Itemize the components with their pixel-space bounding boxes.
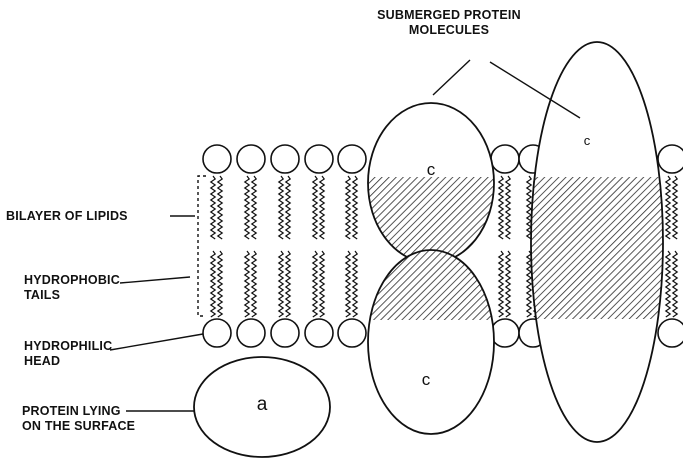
hydrophobic-tail: [666, 176, 670, 239]
hydrophobic-tail: [499, 251, 503, 317]
hydrophilic-head: [237, 145, 265, 173]
bilayer-bracket: [198, 176, 206, 316]
leader-lines: [110, 60, 580, 411]
leader-submerged-1: [433, 60, 470, 95]
hydrophilic-head: [338, 145, 366, 173]
hydrophobic-tail: [286, 251, 290, 317]
hydrophobic-tail: [346, 176, 350, 239]
protein-c-tall-hatch: [528, 177, 668, 319]
protein-surface-label: PROTEIN LYING ON THE SURFACE: [22, 404, 135, 434]
hydrophobic-tail: [252, 176, 256, 239]
hydrophobic-tail: [320, 251, 324, 317]
hydrophobic-tail: [218, 176, 222, 239]
hydrophobic-tail: [673, 251, 677, 317]
protein-letter-c-lower: c: [411, 370, 441, 390]
hydrophilic-head: [271, 145, 299, 173]
hydrophobic-tail: [313, 251, 317, 317]
hydrophobic-tail: [218, 251, 222, 317]
hydrophilic-head: [305, 145, 333, 173]
leader-hydrophobic: [120, 277, 190, 283]
hydrophobic-tail: [353, 251, 357, 317]
hydrophobic-tail: [346, 251, 350, 317]
hydrophilic-head: [237, 319, 265, 347]
hydrophobic-tails-label: HYDROPHOBIC TAILS: [24, 273, 120, 303]
bilayer-of-lipids-label: BILAYER OF LIPIDS: [6, 209, 128, 224]
hydrophobic-tail: [320, 176, 324, 239]
hydrophilic-head: [271, 319, 299, 347]
hydrophilic-head: [658, 145, 683, 173]
protein-letter-a: a: [247, 394, 277, 416]
hydrophobic-tail: [673, 176, 677, 239]
hydrophobic-tail: [245, 251, 249, 317]
hydrophobic-tail: [211, 251, 215, 317]
hydrophobic-tail: [279, 176, 283, 239]
hydrophilic-head-label: HYDROPHILIC HEAD: [24, 339, 112, 369]
hydrophobic-tail: [252, 251, 256, 317]
hydrophobic-tail: [245, 176, 249, 239]
protein-letter-c-tall: c: [572, 133, 602, 148]
submerged-protein-label: SUBMERGED PROTEIN MOLECULES: [364, 8, 534, 38]
hydrophilic-head: [491, 319, 519, 347]
hydrophobic-tail: [279, 251, 283, 317]
hydrophilic-head: [203, 319, 231, 347]
hydrophobic-tail: [286, 176, 290, 239]
hydrophilic-head: [658, 319, 683, 347]
hydrophilic-head: [305, 319, 333, 347]
hydrophobic-tail: [666, 251, 670, 317]
hydrophobic-tail: [499, 176, 503, 239]
hydrophilic-head: [491, 145, 519, 173]
protein-c-lower-hatch: [360, 245, 502, 320]
hydrophilic-head: [203, 145, 231, 173]
hydrophobic-tail: [353, 176, 357, 239]
hydrophobic-tail: [506, 176, 510, 239]
leader-hydrophilic: [110, 334, 203, 350]
hydrophilic-head: [338, 319, 366, 347]
hydrophobic-tail: [211, 176, 215, 239]
protein-letter-c-upper: c: [416, 160, 446, 180]
hydrophobic-tail: [506, 251, 510, 317]
hydrophobic-tail: [313, 176, 317, 239]
